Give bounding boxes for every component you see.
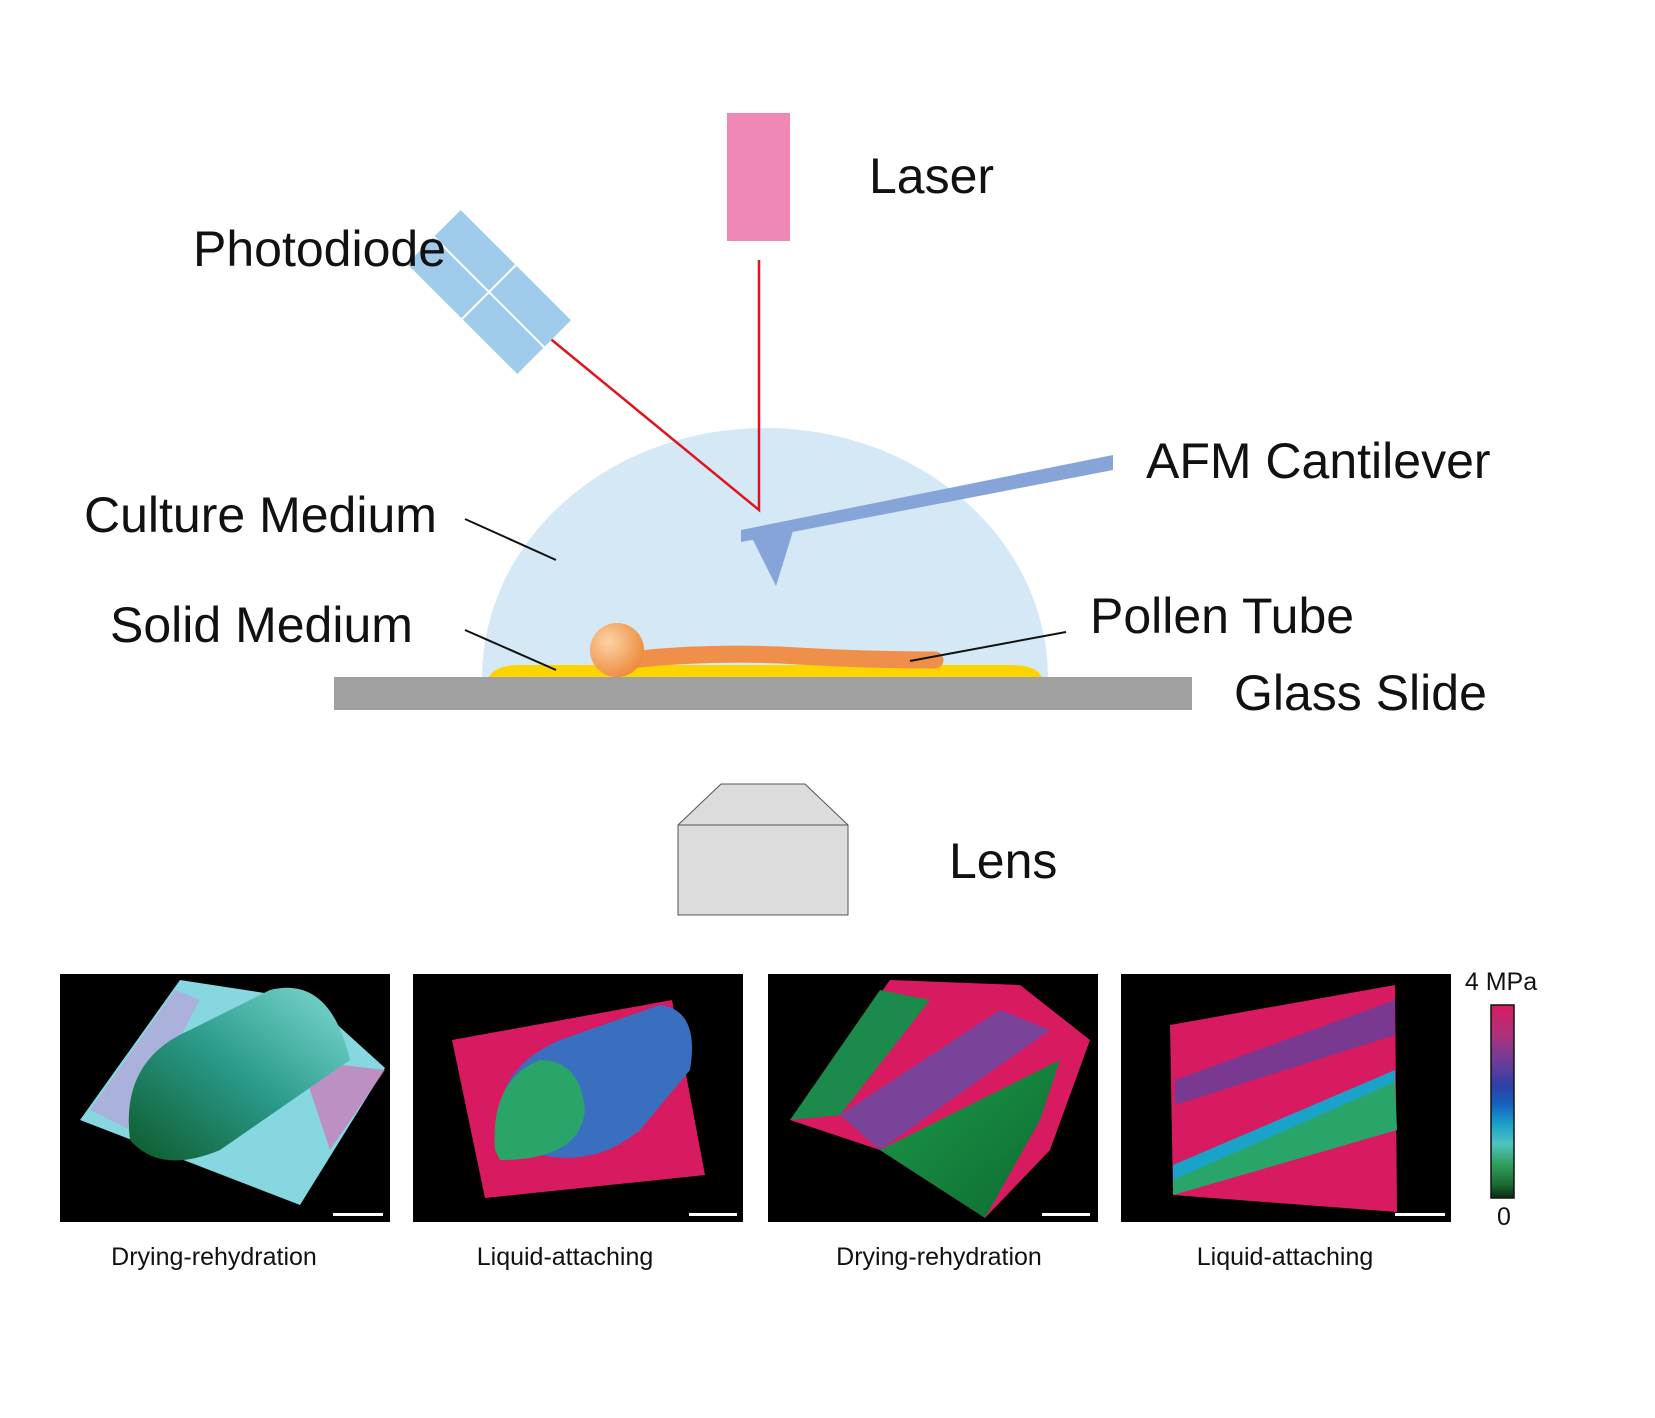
culture-medium-leader	[464, 518, 557, 561]
panel-4-caption: Liquid-attaching	[1197, 1243, 1374, 1271]
solid-medium-leader	[464, 629, 557, 671]
afm-cantilever-icon	[741, 455, 1113, 586]
solid-medium-label: Solid Medium	[110, 597, 413, 653]
afm-cantilever-label: AFM Cantilever	[1146, 433, 1491, 489]
lens-icon	[677, 783, 849, 916]
pollen-tube-leader	[909, 631, 1067, 662]
solid-medium-layer	[488, 665, 1042, 678]
panel-1-caption: Drying-rehydration	[111, 1243, 317, 1271]
afm-image-panel-4	[1121, 974, 1451, 1222]
pollen-tube-label: Pollen Tube	[1090, 588, 1354, 644]
colorbar-max-label: 4 MPa	[1465, 968, 1537, 996]
photodiode-icon	[406, 209, 572, 375]
pollen-tube	[621, 645, 944, 669]
afm-image-panel-2	[413, 974, 743, 1222]
glass-slide-label: Glass Slide	[1234, 665, 1487, 721]
lens-label: Lens	[949, 833, 1057, 889]
photodiode-label: Photodiode	[193, 221, 446, 277]
colorbar	[1490, 1004, 1515, 1199]
pollen-grain	[590, 623, 644, 677]
laser-beam	[546, 260, 761, 513]
laser-label: Laser	[869, 148, 994, 204]
panel-2-caption: Liquid-attaching	[477, 1243, 654, 1271]
colorbar-min-label: 0	[1497, 1203, 1511, 1231]
glass-slide	[334, 677, 1192, 710]
afm-image-panel-1	[60, 974, 390, 1222]
culture-medium-label: Culture Medium	[84, 487, 437, 543]
panel-3-caption: Drying-rehydration	[836, 1243, 1042, 1271]
laser-source	[727, 113, 790, 241]
afm-image-panel-3	[768, 974, 1098, 1222]
